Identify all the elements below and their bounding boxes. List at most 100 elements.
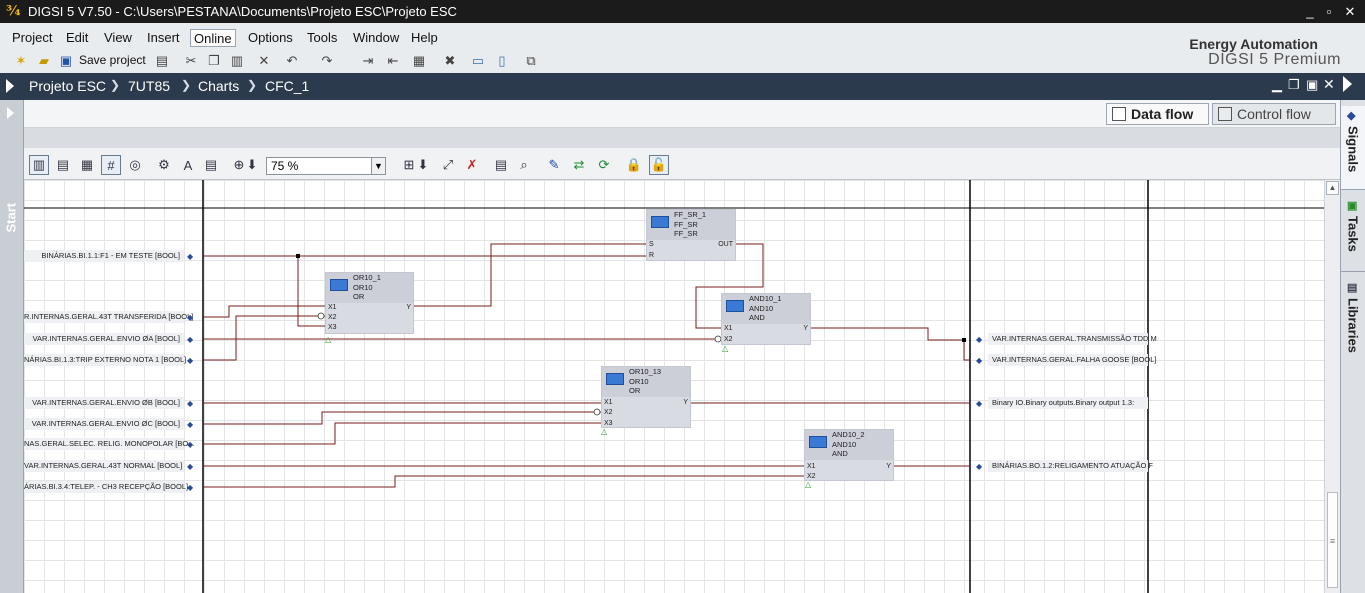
lock-icon[interactable]: 🔒 (625, 157, 643, 172)
stop-icon[interactable]: ✖ (444, 53, 456, 68)
compile-menu-icon[interactable]: ⬇ (417, 157, 429, 172)
connect-icon[interactable]: ⤢ (442, 157, 454, 172)
monitor-icon[interactable]: ⇄ (573, 157, 585, 172)
input-signal[interactable]: VAR.INTERNAS.GERAL.ENVIO ØC [BOOL] (24, 418, 184, 430)
close-window-button[interactable]: ✕ (1344, 4, 1356, 19)
expand-start-icon[interactable] (7, 107, 14, 119)
minimize-button[interactable]: _ (1306, 4, 1314, 19)
pin-x1[interactable]: X1 (724, 325, 733, 332)
menu-tools[interactable]: Tools (307, 30, 338, 45)
pin-x3[interactable]: X3 (604, 420, 613, 427)
split-vertical-icon[interactable]: ▯ (498, 53, 506, 68)
undo-icon[interactable]: ↶ (286, 53, 298, 68)
pin-y[interactable]: Y (683, 399, 688, 406)
close-editor-icon[interactable]: ✕ (1323, 76, 1335, 92)
pin-y[interactable]: Y (803, 325, 808, 332)
tab-libraries[interactable]: ▤ Libraries (1341, 278, 1365, 364)
route-icon[interactable]: ⚙ (158, 157, 170, 172)
chevron-down-icon[interactable]: ▼ (371, 158, 385, 174)
delete-icon[interactable]: ✕ (258, 53, 270, 68)
menu-project[interactable]: Project (12, 30, 53, 45)
pin-r[interactable]: R (649, 252, 655, 259)
input-signal[interactable]: VAR.INTERNAS.GERAL.43T NORMAL [BOOL] (24, 460, 184, 472)
menu-help[interactable]: Help (411, 30, 438, 45)
block-and10-2[interactable]: AND10_2 AND10 AND X1 X2 Y (804, 429, 894, 481)
block-and10-1[interactable]: AND10_1 AND10 AND X1 X2 Y (721, 293, 811, 345)
layout-columns-icon[interactable]: ▥ (29, 155, 49, 175)
expand-triangle-icon[interactable]: △ (722, 344, 729, 353)
block-or10-1[interactable]: OR10_1 OR10 OR X1 X2 X3 Y (325, 272, 414, 334)
menu-online[interactable]: Online (190, 29, 236, 47)
expand-triangle-icon[interactable]: △ (601, 427, 608, 436)
go-online-icon[interactable]: ⇥ (362, 53, 374, 68)
float-editor-icon[interactable]: ▣ (1306, 77, 1319, 92)
grid-small-icon[interactable]: ▦ (80, 157, 94, 172)
new-project-icon[interactable]: ✶ (15, 53, 27, 68)
input-signal[interactable]: R.INTERNAS.GERAL.43T TRANSFERIDA [BOOL] (24, 311, 194, 323)
tab-signals[interactable]: ◆ Signals (1341, 106, 1365, 190)
refresh-icon[interactable]: ⟳ (598, 157, 610, 172)
pin-out[interactable]: OUT (718, 241, 733, 248)
output-signal[interactable]: BINÁRIAS.BO.1.2:RELIGAMENTO ATUAÇÃO F (988, 460, 1153, 472)
overview-icon[interactable]: ◎ (129, 157, 141, 172)
paste-icon[interactable]: ▥ (230, 53, 244, 68)
properties-icon[interactable]: ▤ (204, 157, 218, 172)
input-signal[interactable]: ÁRIAS.BI.3.4:TELEP. - CH3 RECEPÇÃO [BOOL… (24, 481, 189, 493)
restore-editor-icon[interactable]: ❐ (1288, 77, 1300, 92)
run-sequence-icon[interactable]: ▤ (494, 157, 508, 172)
breadcrumb-project[interactable]: Projeto ESC (29, 78, 107, 94)
start-label[interactable]: Start (3, 202, 19, 233)
block-or10-13[interactable]: OR10_13 OR10 OR X1 X2 X3 Y (601, 366, 691, 428)
block-ff-sr-1[interactable]: FF_SR_1 FF_SR FF_SR S R OUT (646, 209, 736, 261)
input-signal[interactable]: VAR.INTERNAS.GERAL.ENVIO ØA [BOOL] (24, 333, 184, 345)
compile-icon[interactable]: ⊞ (403, 157, 415, 172)
pin-x1[interactable]: X1 (807, 463, 816, 470)
breadcrumb-device[interactable]: 7UT85 (128, 78, 171, 94)
output-signal[interactable]: VAR.INTERNAS.GERAL.TRANSMISSÃO TDD M (988, 333, 1157, 345)
scroll-up-icon[interactable]: ▲ (1326, 181, 1339, 195)
pin-y[interactable]: Y (886, 463, 891, 470)
cut-icon[interactable]: ✂ (185, 53, 197, 68)
input-signal[interactable]: NÁRIAS.BI.1.3:TRIP EXTERNO NOTA 1 [BOOL] (24, 354, 187, 366)
pin-x2[interactable]: X2 (604, 409, 613, 416)
delete-connection-icon[interactable]: ✗ (466, 157, 478, 172)
device-icon[interactable]: ▦ (412, 53, 426, 68)
save-icon[interactable]: ▣ (59, 53, 73, 68)
redo-icon[interactable]: ↷ (321, 53, 333, 68)
pin-x2[interactable]: X2 (328, 314, 337, 321)
pin-x1[interactable]: X1 (328, 304, 337, 311)
tab-tasks[interactable]: ▣ Tasks (1341, 196, 1365, 272)
zoom-icon[interactable]: ⊕ (233, 157, 245, 172)
pin-x3[interactable]: X3 (328, 324, 337, 331)
vertical-scrollbar[interactable]: ▲ ≡ (1324, 180, 1340, 593)
cfc-chart-canvas[interactable]: BINÁRIAS.BI.1.1:F1 - EM TESTE [BOOL] R.I… (24, 180, 1324, 593)
pin-x2[interactable]: X2 (807, 473, 816, 480)
zoom-menu-icon[interactable]: ⬇ (246, 157, 258, 172)
menu-options[interactable]: Options (248, 30, 293, 45)
zoom-select[interactable]: 75 % ▼ (266, 157, 386, 175)
text-icon[interactable]: A (183, 157, 193, 173)
scroll-thumb[interactable]: ≡ (1327, 492, 1338, 588)
input-signal[interactable]: BINÁRIAS.BI.1.1:F1 - EM TESTE [BOOL] (24, 250, 184, 262)
menu-view[interactable]: View (104, 30, 132, 45)
start-strip[interactable]: Start (0, 100, 24, 593)
menu-insert[interactable]: Insert (147, 30, 180, 45)
pin-s[interactable]: S (649, 241, 654, 248)
breadcrumb-chart[interactable]: CFC_1 (265, 78, 310, 94)
expand-triangle-icon[interactable]: △ (325, 335, 332, 344)
data-flow-button[interactable]: Data flow (1106, 103, 1209, 125)
expand-triangle-icon[interactable]: △ (805, 480, 812, 489)
input-signal[interactable]: NAS.GERAL.SELEC. RELIG. MONOPOLAR [BO... (24, 438, 195, 450)
pin-x2[interactable]: X2 (724, 336, 733, 343)
split-horizontal-icon[interactable]: ▭ (471, 53, 485, 68)
open-project-icon[interactable]: ▰ (39, 53, 49, 68)
task-collapse-icon[interactable] (1343, 76, 1352, 92)
test-pen-icon[interactable]: ✎ (548, 157, 560, 172)
pin-x1[interactable]: X1 (604, 399, 613, 406)
expand-arrow-icon[interactable] (6, 79, 14, 93)
restore-button[interactable]: ▫ (1326, 4, 1332, 19)
sheet-bar-icon[interactable]: ▤ (56, 157, 70, 172)
breadcrumb-charts[interactable]: Charts (198, 78, 240, 94)
menu-edit[interactable]: Edit (66, 30, 89, 45)
output-signal[interactable]: VAR.INTERNAS.GERAL.FALHA GOOSE [BOOL] (988, 354, 1157, 366)
